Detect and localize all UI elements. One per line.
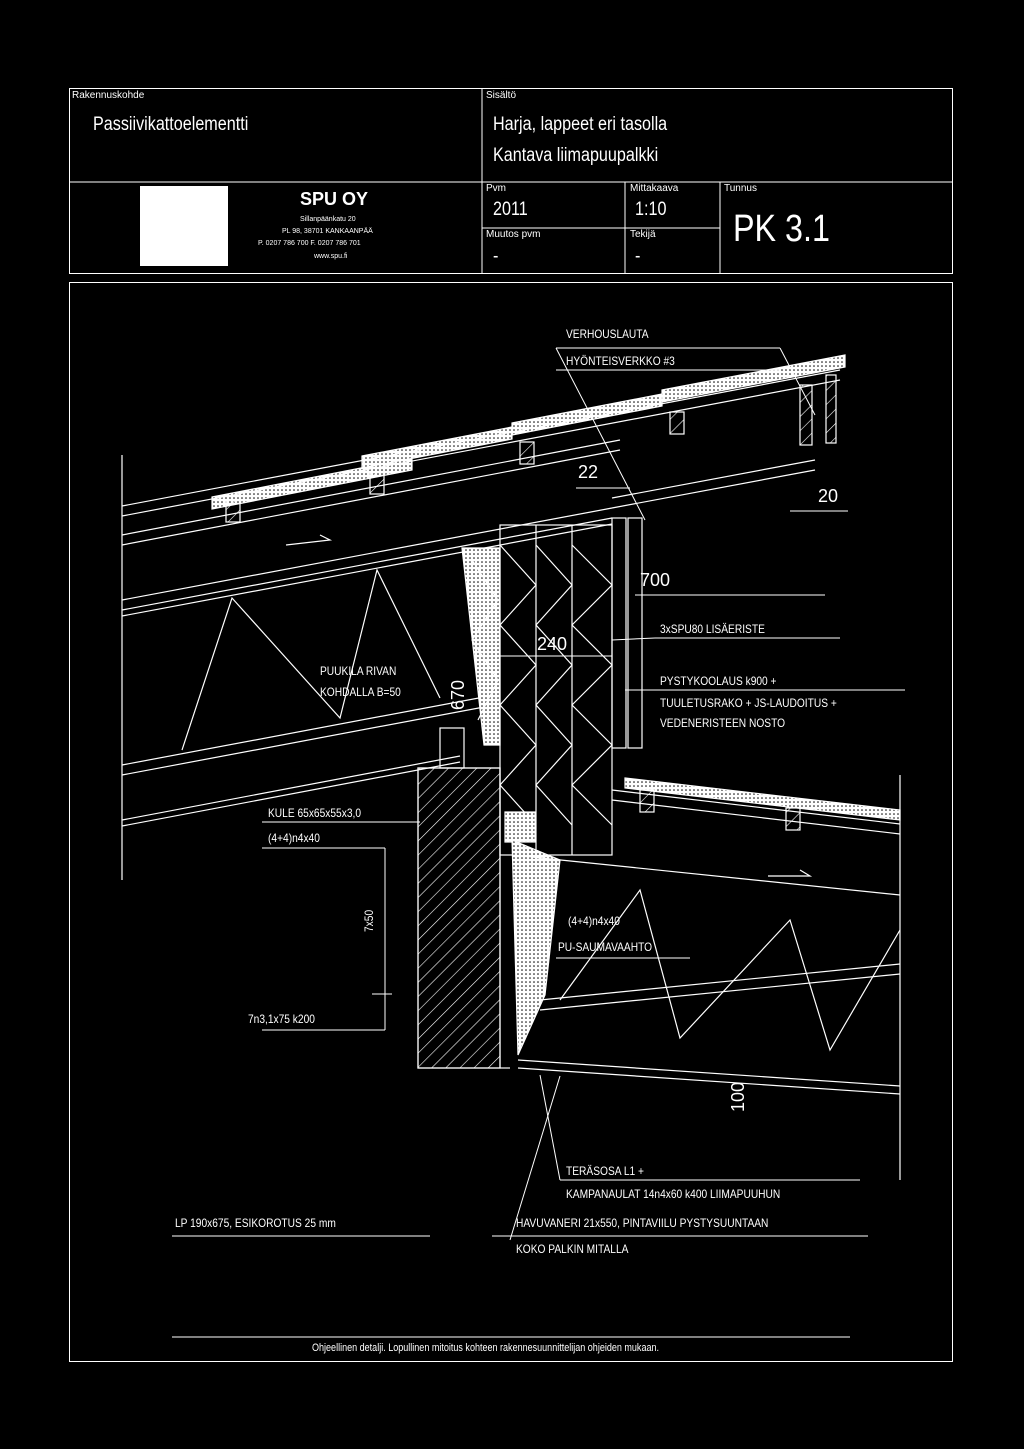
label-terasosa-2: KAMPANAULAT 14n4x60 k400 LIIMAPUUHUN — [566, 1187, 781, 1201]
revision-value: - — [493, 246, 499, 267]
project-name: Passiivikattoelementti — [93, 114, 249, 135]
label-pystykoolaus-2: TUULETUSRAKO + JS-LAUDOITUS + — [660, 696, 837, 710]
label-pystykoolaus-3: VEDENERISTEEN NOSTO — [660, 716, 786, 730]
label-verhouslauta: VERHOUSLAUTA — [566, 327, 649, 341]
company-logo — [140, 186, 228, 266]
label-lp: LP 190x675, ESIKOROTUS 25 mm — [175, 1216, 336, 1230]
project-label: Rakennuskohde — [72, 90, 145, 101]
label-puukila-2: KOHDALLA B=50 — [320, 685, 401, 699]
label-havuvaneri-1: HAVUVANERI 21x550, PINTAVIILU PYSTYSUUNT… — [516, 1216, 769, 1230]
company-web: www.spu.fi — [314, 253, 348, 260]
company-postal: PL 98, 38701 KANKAANPÄÄ — [282, 228, 373, 235]
code-label: Tunnus — [724, 183, 757, 194]
content-line-2: Kantava liimapuupalkki — [493, 145, 659, 166]
title-block — [69, 88, 953, 274]
author-value: - — [635, 246, 641, 267]
label-naulat-left: (4+4)n4x40 — [268, 831, 320, 845]
dim-20: 20 — [818, 486, 839, 506]
date-value: 2011 — [493, 199, 528, 220]
label-naulat-right: (4+4)n4x40 — [568, 914, 620, 928]
company-street: Sillanpäänkatu 20 — [300, 216, 356, 223]
dim-22: 22 — [578, 462, 599, 482]
label-kule: KULE 65x65x55x3,0 — [268, 806, 361, 820]
dim-7x50: 7x50 — [362, 909, 376, 932]
footer-note: Ohjeellinen detalji. Lopullinen mitoitus… — [312, 1342, 660, 1354]
revision-label: Muutos pvm — [486, 229, 541, 240]
annotation-lines — [172, 347, 905, 1338]
label-pu-vaahto: PU-SAUMAVAAHTO — [558, 940, 653, 954]
company-name: SPU OY — [300, 189, 369, 209]
dim-670: 670 — [448, 679, 468, 710]
drawing-code: PK 3.1 — [733, 208, 830, 250]
author-label: Tekijä — [630, 229, 656, 240]
drawing-frame — [69, 282, 953, 1362]
ridge-wall-assembly — [417, 517, 643, 1069]
content-line-1: Harja, lappeet eri tasolla — [493, 114, 668, 135]
company-phones: P. 0207 786 700 F. 0207 786 701 — [258, 240, 361, 247]
label-hyonteisverkko: HYÖNTEISVERKKO #3 — [566, 354, 675, 368]
left-roof-assembly — [121, 354, 846, 880]
right-roof-assembly — [511, 775, 901, 1180]
scale-label: Mittakaava — [630, 183, 679, 194]
label-puukila-1: PUUKILA RIVAN — [320, 664, 397, 678]
dim-240: 240 — [537, 634, 568, 654]
content-label: Sisältö — [486, 90, 517, 101]
dim-100: 100 — [728, 1081, 748, 1112]
label-naulat-7n: 7n3,1x75 k200 — [248, 1012, 315, 1026]
scale-value: 1:10 — [635, 199, 667, 220]
date-label: Pvm — [486, 183, 506, 194]
label-havuvaneri-2: KOKO PALKIN MITALLA — [516, 1242, 629, 1256]
label-terasosa-1: TERÄSOSA L1 + — [566, 1164, 644, 1178]
dim-700: 700 — [640, 570, 671, 590]
label-lisaeriste: 3xSPU80 LISÄERISTE — [660, 622, 765, 636]
label-pystykoolaus-1: PYSTYKOOLAUS k900 + — [660, 674, 777, 688]
